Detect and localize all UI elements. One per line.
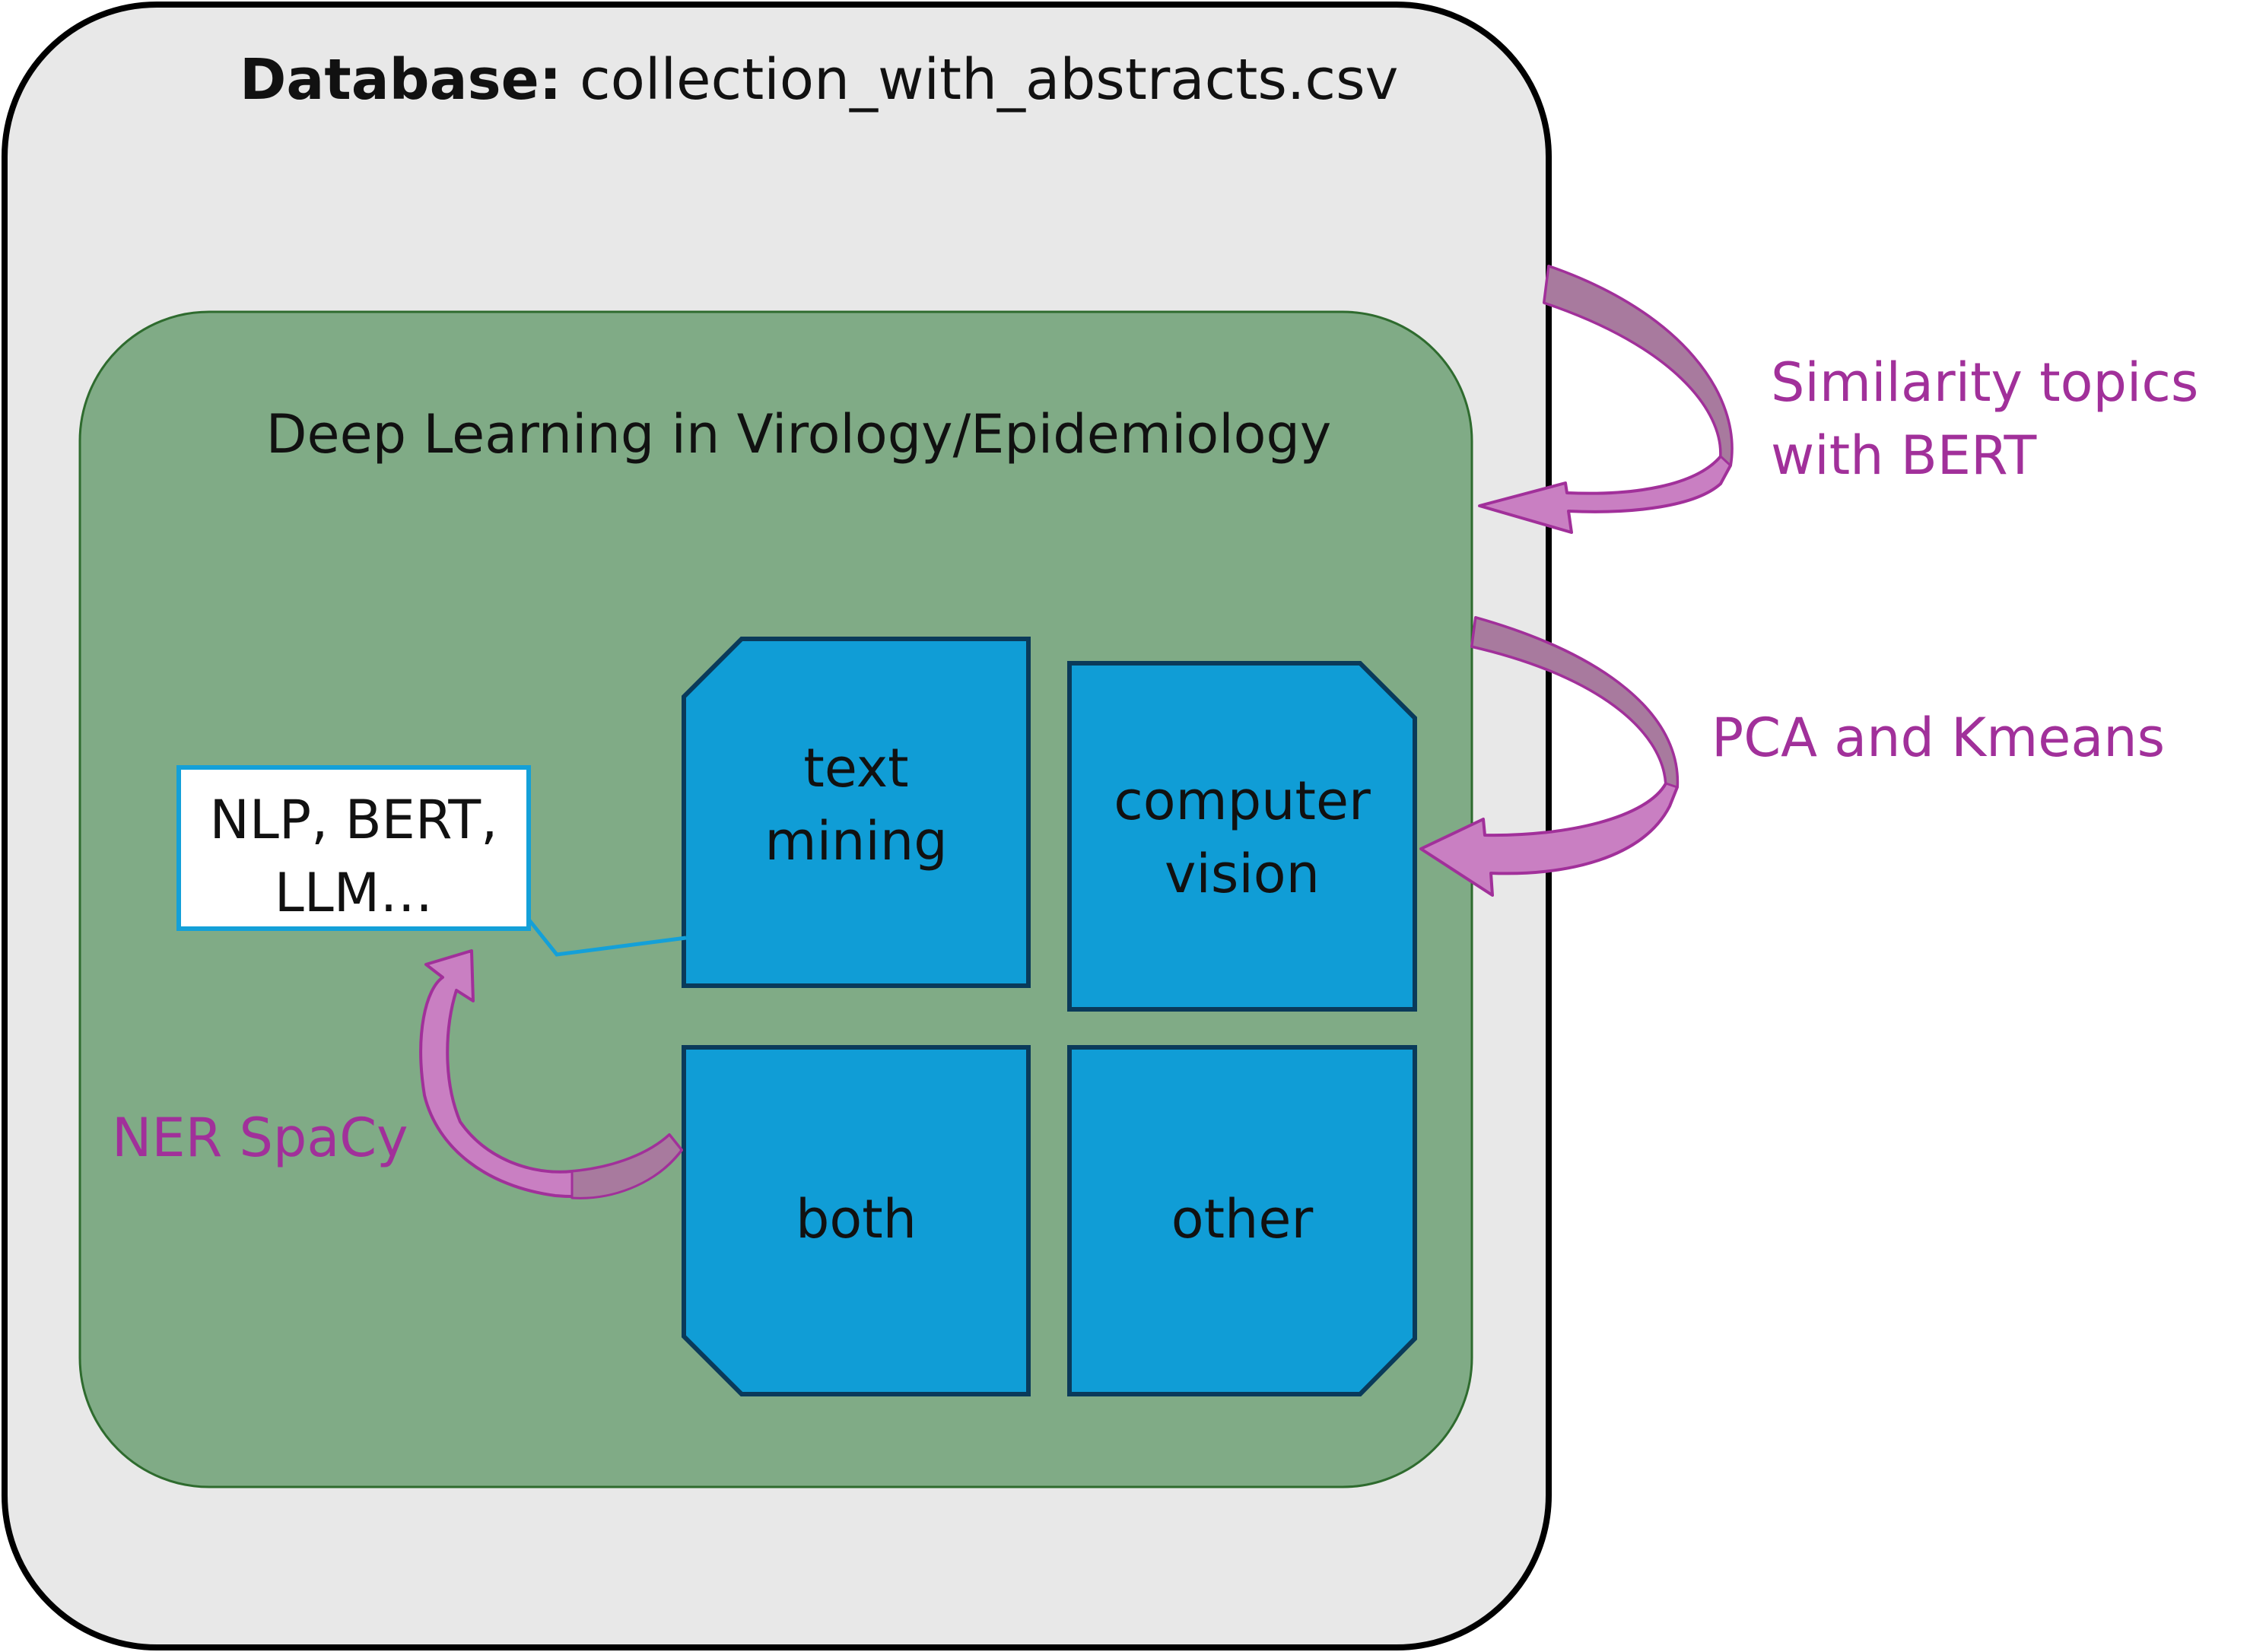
methods-note: NLP, BERT, LLM… — [176, 765, 531, 931]
ner-label: NER SpaCy — [112, 1107, 408, 1169]
label-text-mining-line1: text — [803, 737, 909, 799]
methods-note-line1: NLP, BERT, — [209, 789, 498, 851]
label-text-mining: text mining — [684, 732, 1028, 878]
label-other: other — [1171, 1188, 1314, 1250]
callout-connector — [522, 911, 687, 957]
cell-computer-vision — [1067, 661, 1417, 1012]
cell-text-mining — [682, 637, 1031, 988]
similarity-label: Similarity topics with BERT — [1771, 346, 2198, 492]
label-both: both — [795, 1188, 917, 1250]
label-text-mining-line2: mining — [764, 810, 948, 872]
similarity-label-line1: Similarity topics — [1771, 351, 2199, 414]
methods-note-line2: LLM… — [274, 862, 434, 924]
ner-arrow-shade — [570, 1133, 683, 1199]
domain-title: Deep Learning in Virology/Epidemiology — [265, 403, 1332, 465]
database-prefix: Database: — [240, 47, 562, 113]
label-computer-vision-line1: computer — [1114, 770, 1371, 832]
database-filename: collection_with_abstracts.csv — [579, 47, 1399, 113]
label-computer-vision: computer vision — [1069, 764, 1415, 910]
label-computer-vision-line2: vision — [1165, 843, 1320, 905]
similarity-arrow-shade — [1543, 265, 1734, 467]
pca-arrow-shade — [1470, 616, 1679, 789]
database-title: Database: collection_with_abstracts.csv — [240, 47, 1398, 113]
pca-label: PCA and Kmeans — [1711, 707, 2166, 769]
similarity-label-line2: with BERT — [1771, 424, 2037, 487]
cell-other — [1067, 1045, 1417, 1396]
cell-both — [682, 1045, 1031, 1396]
methods-note-text: NLP, BERT, LLM… — [181, 783, 526, 929]
